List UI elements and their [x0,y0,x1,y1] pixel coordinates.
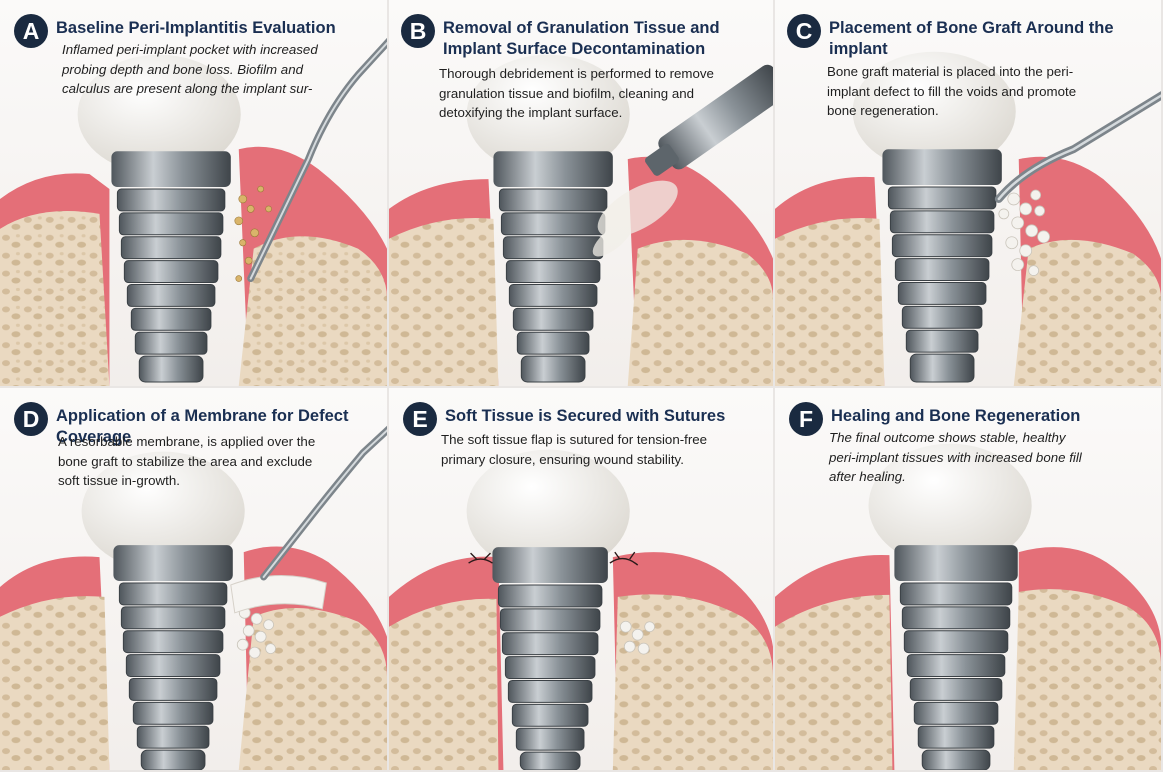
step-badge: C [787,14,821,48]
panel-e: E Soft Tissue is Secured with Sutures Th… [389,388,775,772]
panel-d: D Application of a Membrane for Defect C… [0,388,389,772]
panel-c: C Placement of Bone Graft Around the imp… [775,0,1163,388]
illustration-debridement [389,54,773,386]
panel-b-header: B Removal of Granulation Tissue and Impl… [401,14,753,60]
illustration-healing [775,443,1161,770]
panel-f: F Healing and Bone Regeneration The fina… [775,388,1163,772]
step-badge: E [403,402,437,436]
step-title: Healing and Bone Regeneration [831,407,1081,425]
step-description: Thorough debridement is performed to rem… [439,66,714,120]
illustration-sutures [389,449,773,770]
illustration-peri-implantitis [0,37,387,386]
panel-b: B Removal of Granulation Tissue and Impl… [389,0,775,388]
step-title: Baseline Peri-Implantitis Evaluation [56,19,336,37]
step-badge: D [14,402,48,436]
panel-c-header: C Placement of Bone Graft Around the imp… [787,14,1141,60]
panel-a-header: A Baseline Peri-Implantitis Evaluation [14,14,367,48]
step-description: The final outcome shows stable, healthy … [829,430,1082,484]
panel-f-header: F Healing and Bone Regeneration [789,402,1141,436]
step-badge: F [789,402,823,436]
panel-a: A Baseline Peri-Implantitis Evaluation I… [0,0,389,388]
step-description: The soft tissue flap is sutured for tens… [441,432,708,467]
step-title: Placement of Bone Graft Around the impla… [829,19,1114,58]
panel-e-header: E Soft Tissue is Secured with Sutures [403,402,753,436]
step-title: Removal of Granulation Tissue and Implan… [443,19,720,58]
step-description: Bone graft material is placed into the p… [827,64,1077,118]
panel-d-header: D Application of a Membrane for Defect C… [14,402,367,448]
illustration-membrane [0,425,387,770]
step-description: Inflamed peri-implant pocket with increa… [62,42,318,96]
illustration-bone-graft [775,51,1161,386]
step-title: Application of a Membrane for Defect Cov… [56,407,349,446]
step-title: Soft Tissue is Secured with Sutures [445,407,726,425]
step-badge: B [401,14,435,48]
step-description: A resorbable membrane, is applied over t… [58,434,316,488]
step-badge: A [14,14,48,48]
